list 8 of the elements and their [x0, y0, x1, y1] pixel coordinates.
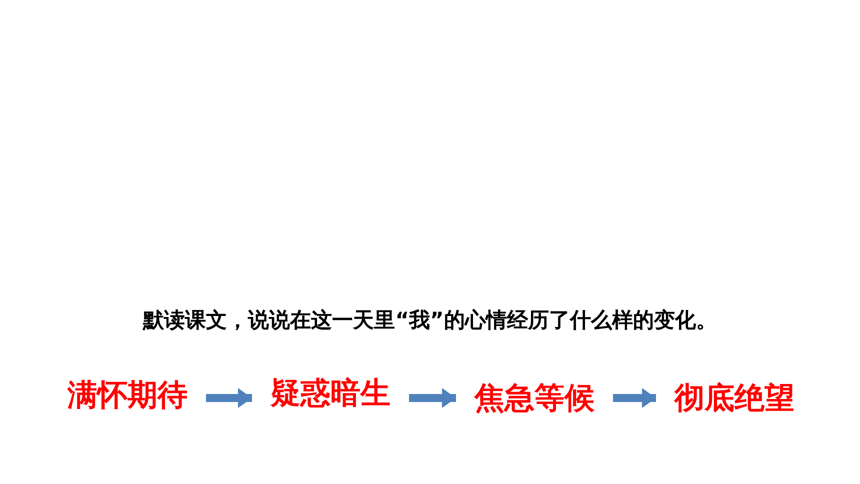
arrow	[409, 388, 456, 408]
instruction-text: 默读课文，说说在这一天里“我”的心情经历了什么样的变化。	[142, 307, 718, 334]
stage-label: 满怀期待	[68, 376, 188, 414]
arrow	[613, 388, 656, 408]
stage-label: 彻底绝望	[674, 380, 794, 418]
stage-label: 焦急等候	[474, 380, 594, 418]
stage-label: 疑惑暗生	[270, 374, 390, 412]
arrow	[206, 388, 252, 408]
